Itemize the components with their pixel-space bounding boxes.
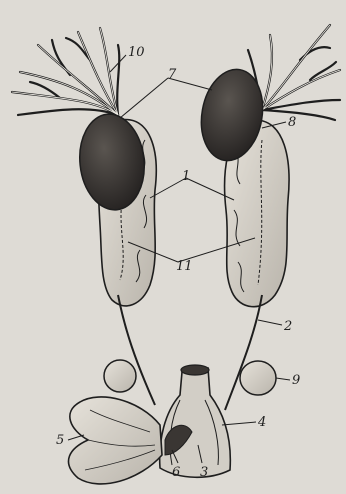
label-1: 1: [182, 169, 190, 184]
label-10: 10: [128, 45, 145, 60]
label-2: 2: [283, 319, 292, 334]
left-accessory-gland: [104, 360, 136, 392]
cloaca-opening: [181, 365, 209, 375]
label-4: 4: [257, 415, 266, 430]
label-8: 8: [288, 115, 296, 130]
label-3: 3: [200, 465, 208, 480]
right-accessory-gland: [240, 361, 276, 395]
label-11: 11: [176, 259, 193, 274]
label-5: 5: [56, 433, 64, 448]
label-7: 7: [168, 67, 177, 82]
label-6: 6: [172, 465, 180, 480]
label-9: 9: [292, 373, 300, 388]
